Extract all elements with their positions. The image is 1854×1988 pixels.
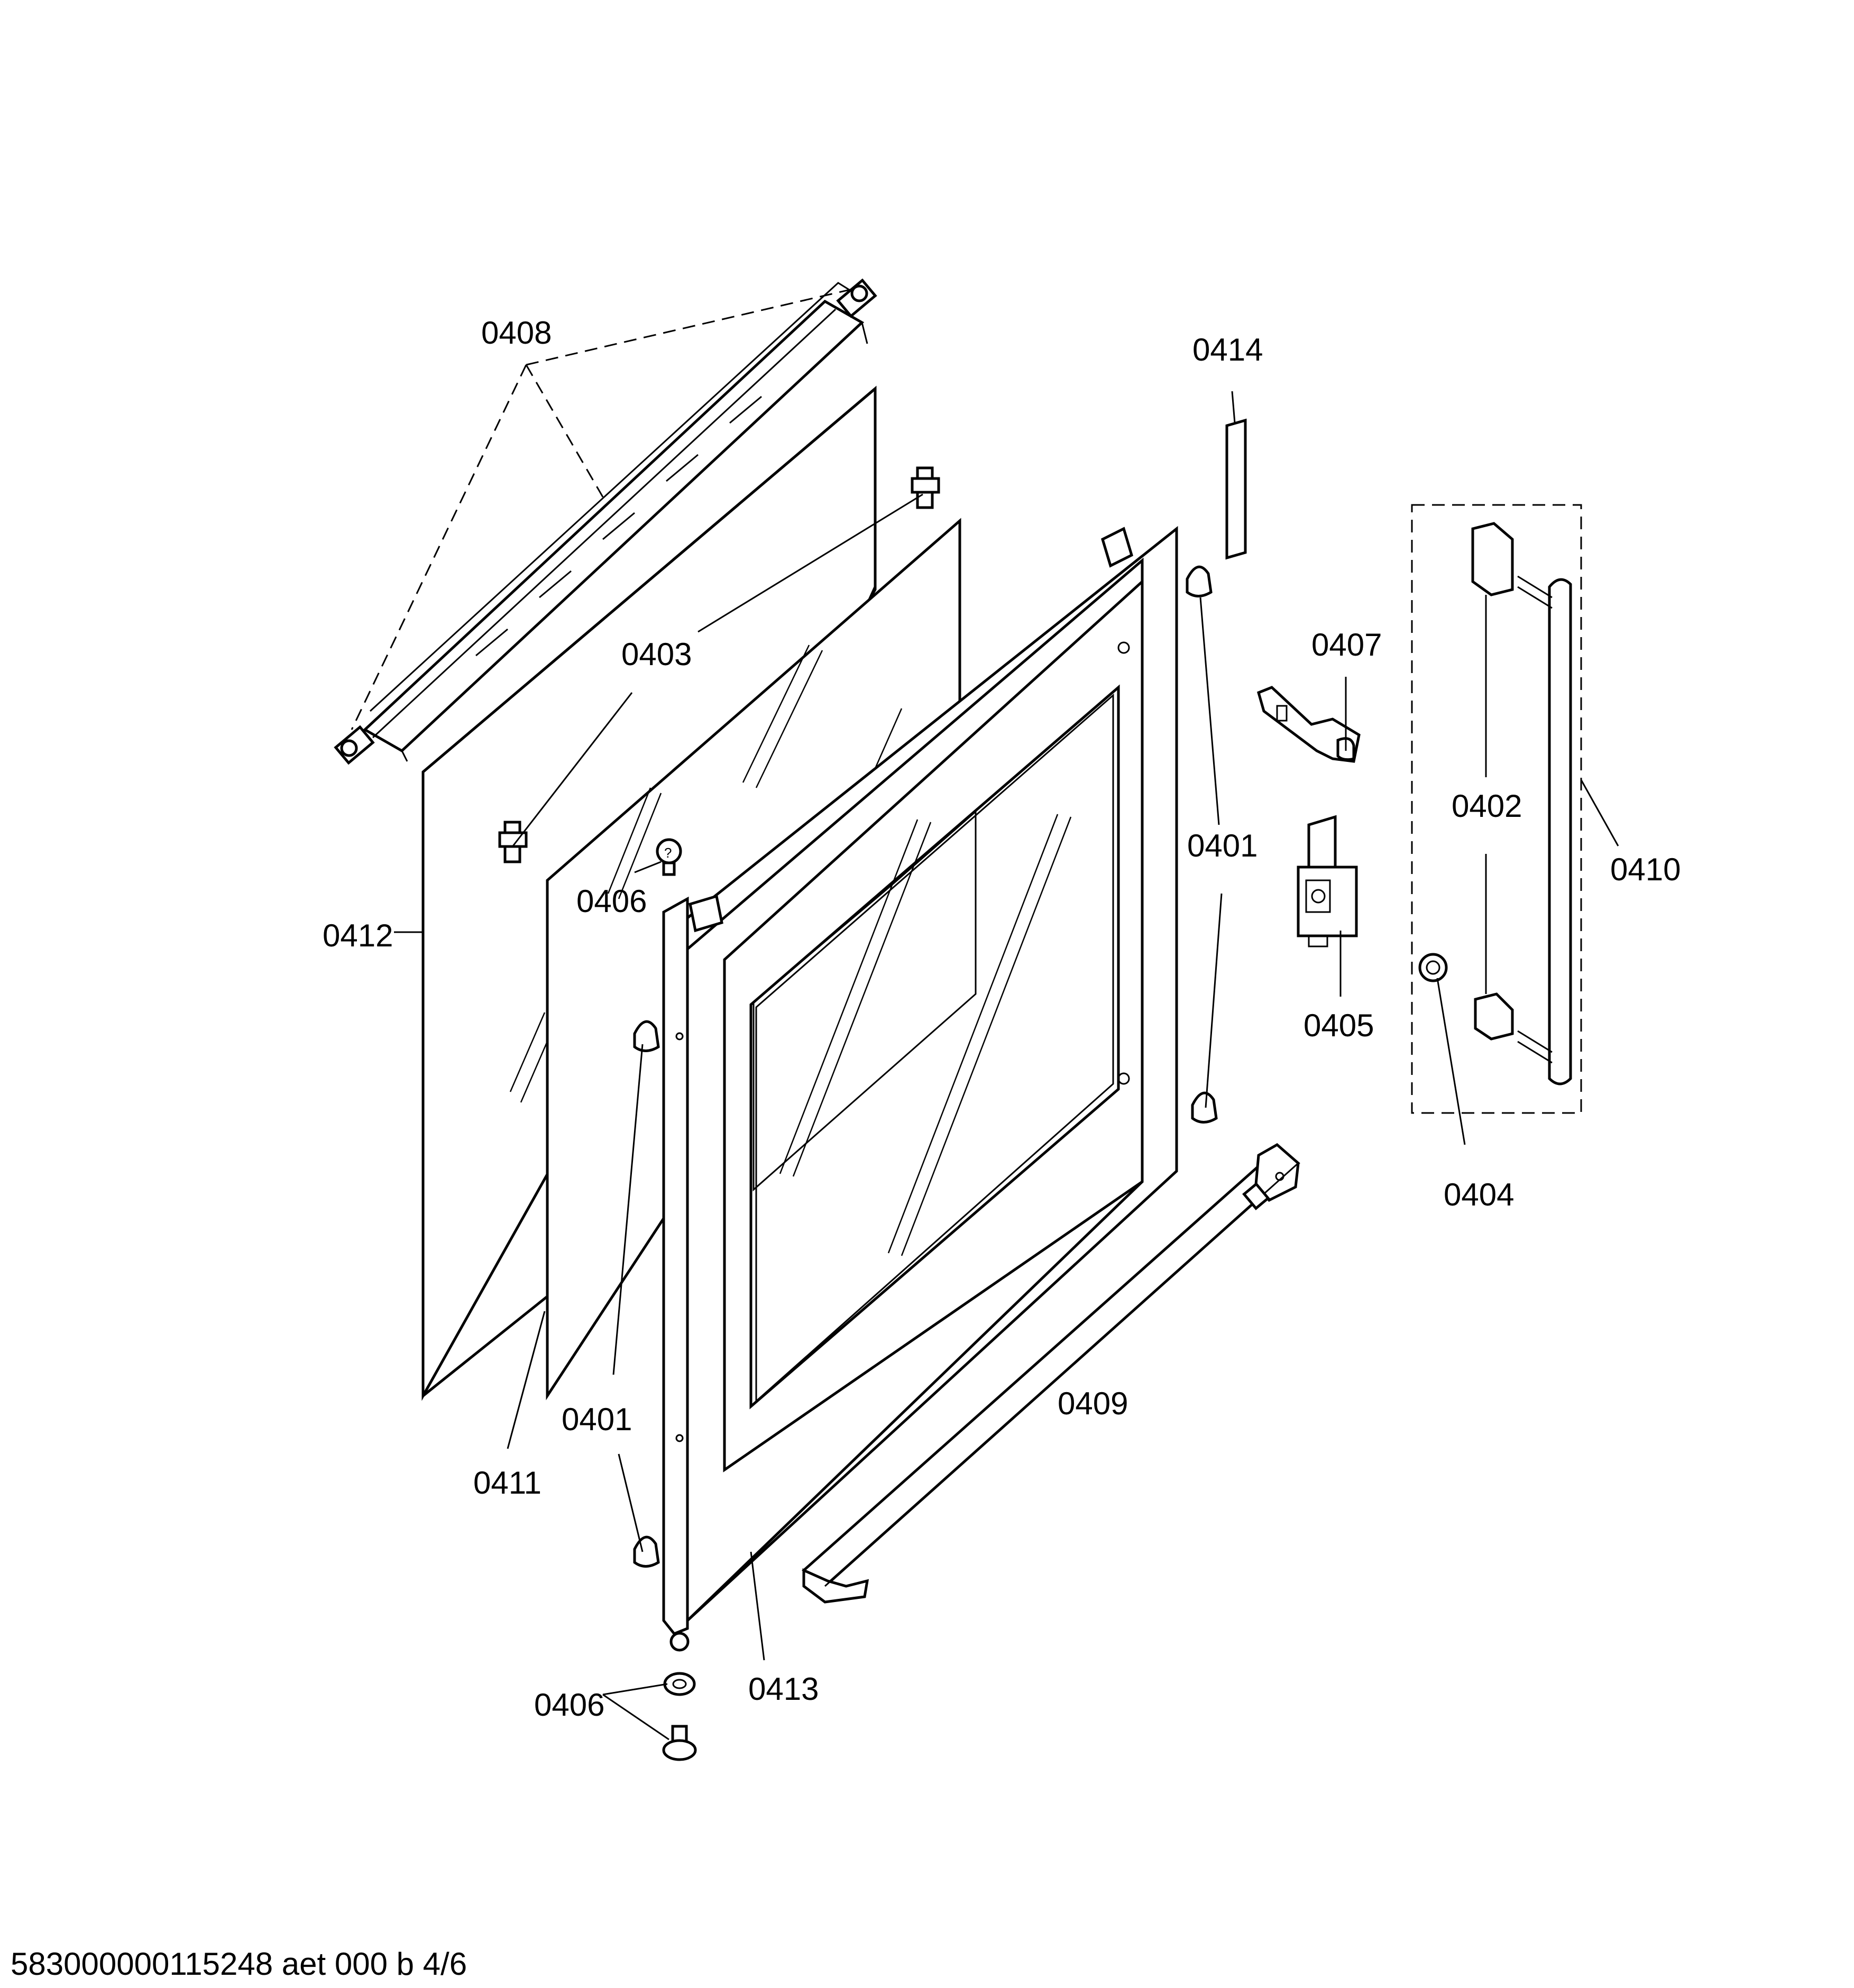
label-0412: 0412	[323, 918, 393, 953]
label-strip-0414	[1225, 418, 1247, 560]
clip-0403-top	[911, 466, 940, 509]
footer-document-id: 583000000115248 aet 000 b 4/6	[11, 1946, 467, 1982]
part-labels: 0408 0403 0414 0407 0402 0410 0401 0412 …	[323, 315, 1681, 1723]
top-rail-0408	[334, 278, 877, 765]
label-0414: 0414	[1192, 332, 1263, 367]
label-0404: 0404	[1444, 1177, 1514, 1212]
outer-door-frame-0413	[662, 526, 1178, 1652]
label-0408: 0408	[481, 315, 552, 351]
label-0411: 0411	[473, 1465, 541, 1501]
screw-0406-top: ?	[656, 838, 682, 876]
bumper-0401-d	[1191, 1091, 1218, 1124]
label-0401-right: 0401	[1187, 828, 1258, 863]
handle-assembly-0410	[1411, 504, 1582, 1114]
leader-lines	[351, 287, 1619, 1741]
washer-0406-bottom	[663, 1672, 696, 1696]
bumper-0401-c	[1186, 565, 1213, 597]
bottom-profile-0409	[802, 1143, 1300, 1604]
label-0407: 0407	[1311, 627, 1382, 662]
label-0409: 0409	[1058, 1386, 1128, 1421]
label-0403: 0403	[621, 637, 692, 672]
label-0402: 0402	[1452, 788, 1522, 824]
label-0413: 0413	[748, 1671, 819, 1707]
svg-text:?: ?	[664, 845, 672, 861]
label-0410: 0410	[1610, 852, 1681, 887]
bumper-0401-a	[633, 1020, 660, 1052]
screw-0406-bottom	[662, 1725, 697, 1761]
label-0406-bottom: 0406	[534, 1687, 604, 1723]
bumper-0401-b	[633, 1535, 660, 1568]
label-0401-left: 0401	[562, 1402, 632, 1437]
bracket-0407	[1256, 686, 1361, 763]
label-0406-top: 0406	[576, 883, 647, 919]
label-0405: 0405	[1304, 1008, 1374, 1043]
door-lock-0405	[1297, 815, 1358, 947]
